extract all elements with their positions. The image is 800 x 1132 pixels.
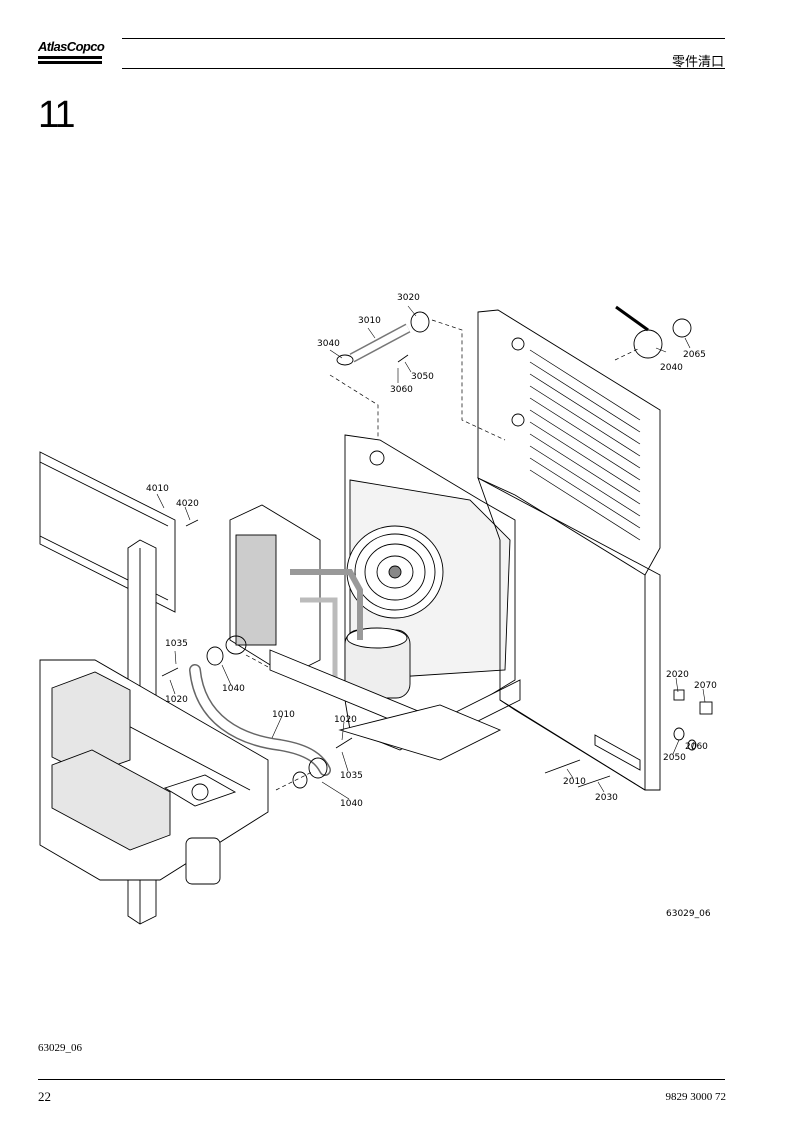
filter-canister <box>185 837 221 885</box>
callout-2040: 2040 <box>660 363 683 373</box>
figure-reference: 63029_06 <box>38 1042 82 1054</box>
callout-2060: 2060 <box>685 742 708 752</box>
callout-1010: 1010 <box>272 710 295 720</box>
callout-1020-left: 1020 <box>165 695 188 705</box>
callout-3060: 3060 <box>390 385 413 395</box>
callout-2030: 2030 <box>595 793 618 803</box>
callout-1035-left: 1035 <box>165 639 188 649</box>
callout-4010: 4010 <box>146 484 169 494</box>
coil-fins <box>235 534 277 646</box>
leader-lines <box>156 305 706 800</box>
callout-2070: 2070 <box>694 681 717 691</box>
grille-slots <box>529 349 641 541</box>
heat-exchanger-left <box>51 671 131 776</box>
logo-bar-2 <box>38 61 102 64</box>
callout-3020: 3020 <box>397 293 420 303</box>
callout-1040-right: 1040 <box>340 799 363 809</box>
callout-1020-right: 1020 <box>334 715 357 725</box>
callout-3010: 3010 <box>358 316 381 326</box>
callout-1040-left: 1040 <box>222 684 245 694</box>
callout-2020: 2020 <box>666 670 689 680</box>
callout-3040: 3040 <box>317 339 340 349</box>
heat-exchanger-lower <box>51 749 171 851</box>
logo-bar <box>38 56 102 59</box>
ball-valve <box>633 329 663 359</box>
dashed-connectors <box>245 319 641 791</box>
section-title: 零件清口 <box>671 55 724 70</box>
header-bottom-rule <box>122 68 725 69</box>
mounting-plate <box>163 774 237 807</box>
document-number: 9829 3000 72 <box>665 1091 727 1103</box>
figure-id: 63029_06 <box>666 909 711 919</box>
callout-2010: 2010 <box>563 777 586 787</box>
atlas-copco-logo: AtlasCopco <box>38 39 105 68</box>
diagram-drawing <box>39 305 713 925</box>
callout-2065: 2065 <box>683 350 706 360</box>
footer-rule <box>38 1079 725 1080</box>
page-number: 22 <box>38 1089 51 1104</box>
chapter-number: 11 <box>38 94 75 136</box>
brand-wordmark: AtlasCopco <box>38 39 105 54</box>
callout-2050: 2050 <box>663 753 686 763</box>
callout-3050: 3050 <box>411 372 434 382</box>
callout-1035-right: 1035 <box>340 771 363 781</box>
header-top-rule <box>122 38 725 39</box>
callout-4020: 4020 <box>176 499 199 509</box>
